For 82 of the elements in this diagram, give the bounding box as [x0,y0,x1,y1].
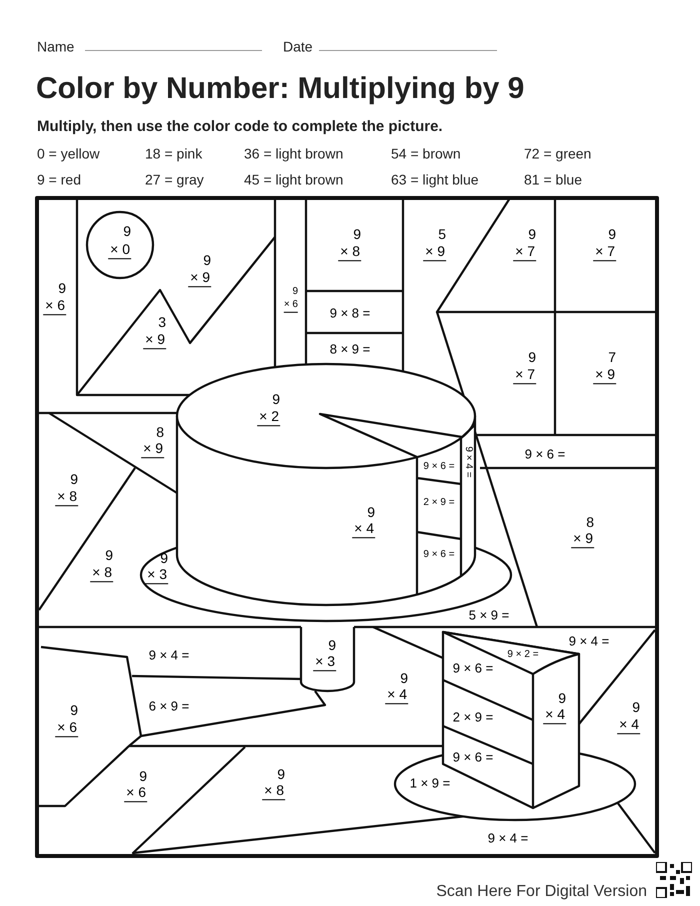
multiplicand: 9 [353,227,361,241]
multiplicand: 9 [528,350,536,364]
equation: 9 × 8 = [330,306,370,320]
multiplier: × 9 [143,332,166,350]
multiplicand: 9 [277,767,285,781]
multiplier: × 3 [145,567,168,584]
equation: 2 × 9 = [423,498,455,508]
equation: 9 × 4 = [148,648,190,662]
color-code-entry: 72 = green [524,144,592,164]
equation: 9 × 2 = [507,650,539,660]
multiplicand: 7 [608,350,616,364]
multiplicand: 9 [123,224,131,238]
multiplicand: 9 [105,548,113,562]
multiplicand: 9 [400,671,408,685]
footer-text: Scan Here For Digital Version [436,882,647,902]
equation: 9 × 6 = [423,462,455,472]
color-code-entry: 9 = red [37,170,81,190]
field-label: Date [283,38,313,56]
multiplier: × 9 [593,367,616,384]
color-code-entry: 54 = brown [391,144,461,164]
equation: 1 × 9 = [410,776,450,790]
color-code-entry: 36 = light brown [244,144,344,164]
multiplicand: 9 [608,227,616,241]
multiplier: × 6 [55,720,78,738]
multiplier: × 8 [90,565,113,582]
multiplier: × 7 [593,244,616,262]
multiplier: × 6 [124,785,147,802]
multiplier: × 4 [385,687,408,704]
title: Color by Number: Multiplying by 9 [36,71,524,107]
multiplicand: 9 [160,551,168,565]
multiplicand: 9 [70,472,78,486]
equation: 9 × 6 = [452,662,494,674]
multiplicand: 9 [70,703,78,717]
color-code-entry: 0 = yellow [37,144,100,164]
multiplier: × 4 [352,521,375,538]
multiplier: × 6 [284,300,298,313]
multiplicand: 9 [328,638,336,652]
color-code-entry: 63 = light blue [391,170,479,190]
equation: 9 × 4 = [488,832,528,844]
multiplicand: 3 [158,315,166,329]
color-code-entry: 45 = light brown [244,170,344,190]
multiplicand: 9 [203,253,211,267]
multiplier: × 4 [617,717,640,734]
multiplicand: 8 [586,515,594,529]
multiplicand: 9 [558,691,566,705]
equation: 8 × 9 = [330,342,370,356]
multiplier: × 8 [262,783,285,800]
multiplicand: 9 [367,505,375,519]
multiplier: × 7 [513,367,536,384]
multiplier: × 3 [313,654,336,672]
color-code-entry: 18 = pink [145,144,202,164]
multiplier: × 0 [108,242,131,260]
multiplicand: 9 [528,227,536,241]
equation: 9 × 6 = [423,550,455,560]
equation: 5 × 9 = [468,608,510,622]
multiplicand: 5 [438,227,446,241]
multiplier: × 8 [55,489,78,506]
multiplicand: 8 [156,425,164,439]
multiplier: × 4 [543,707,566,724]
equation: 9 × 4 = [463,446,473,478]
multiplier: × 6 [43,298,66,316]
field-label: Name [37,38,74,56]
equation: 2 × 9 = [452,710,494,724]
multiplier: × 9 [571,531,594,548]
multiplier: × 7 [513,244,536,262]
multiplicand: 9 [58,281,66,295]
multiplier: × 9 [141,441,164,458]
multiplier: × 8 [338,244,361,262]
color-code-entry: 81 = blue [524,170,582,190]
multiplier: × 9 [188,270,211,288]
multiplier: × 2 [257,409,280,426]
color-code-entry: 27 = gray [145,170,204,190]
equation: 9 × 6 = [524,448,566,460]
instruction-text: Multiply, then use the color code to complete the picture. [37,116,443,137]
multiplicand: 9 [272,392,280,406]
equation: 9 × 4 = [568,634,610,648]
multiplicand: 9 [292,287,298,297]
equation: 6 × 9 = [148,700,190,712]
multiplicand: 9 [139,769,147,783]
multiplicand: 9 [632,700,640,714]
multiplier: × 9 [423,244,446,262]
equation: 9 × 6 = [452,750,494,764]
